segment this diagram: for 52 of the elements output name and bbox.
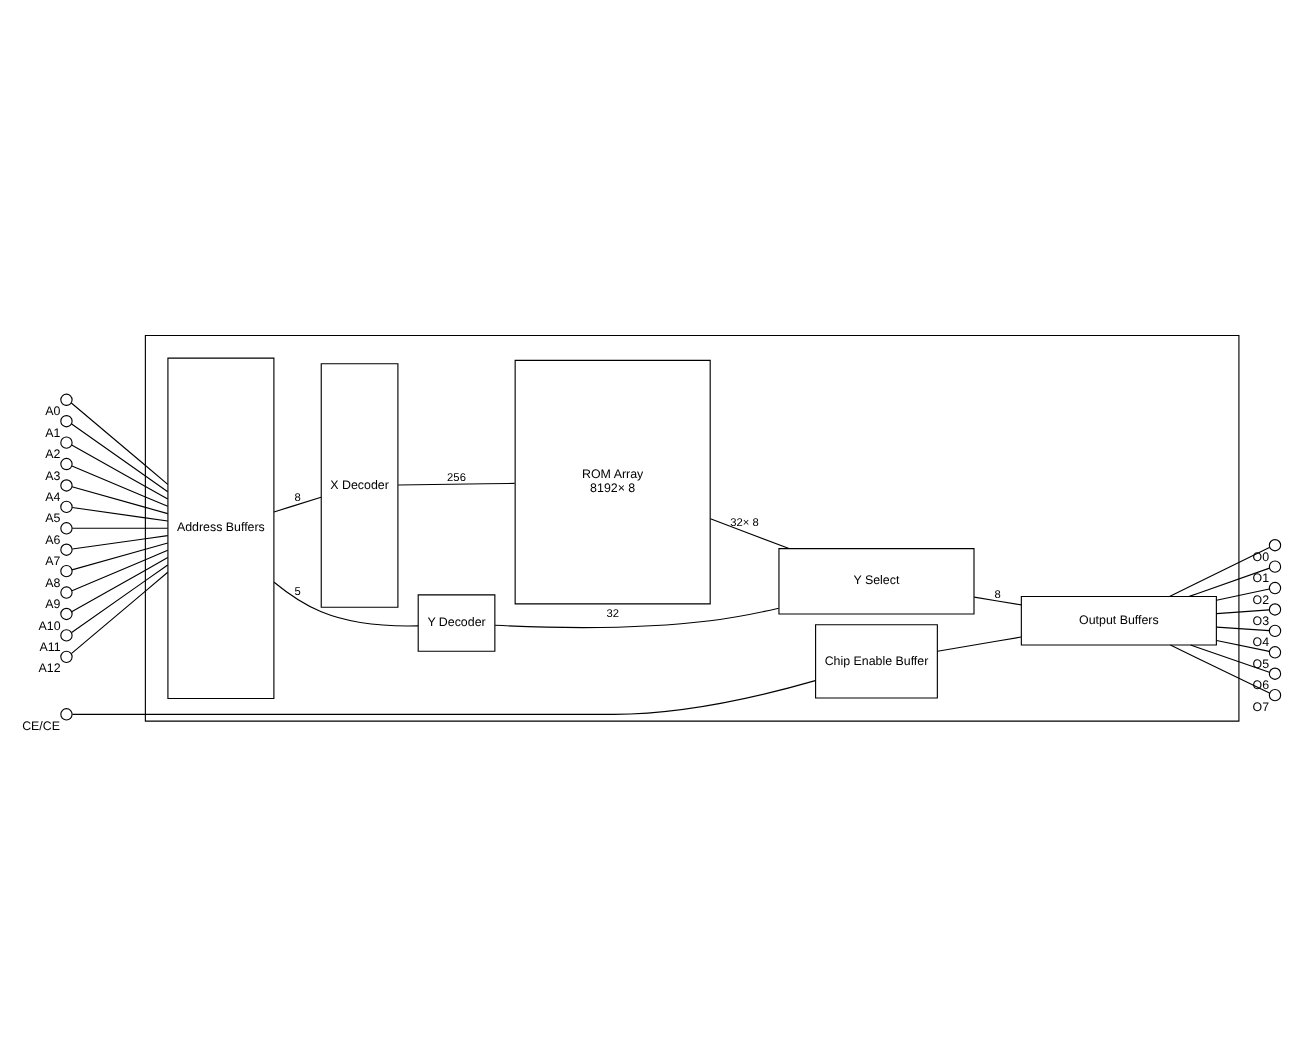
connector <box>71 443 169 499</box>
node-circle <box>1268 602 1282 615</box>
connector <box>494 606 780 627</box>
connector <box>1216 639 1270 651</box>
node-circle <box>60 649 73 663</box>
connector <box>1216 587 1270 600</box>
connector <box>1216 608 1270 614</box>
connector <box>1190 643 1270 672</box>
connector <box>397 481 516 485</box>
connector <box>1168 545 1270 596</box>
node-circle <box>60 521 73 534</box>
node-circle <box>1268 623 1282 637</box>
node-circle <box>60 606 73 620</box>
node-circle <box>60 478 73 491</box>
node-circle <box>1268 538 1282 551</box>
connector <box>1188 566 1271 596</box>
connector <box>71 422 169 492</box>
connector <box>70 401 169 484</box>
connector <box>273 580 419 626</box>
connector <box>71 679 816 714</box>
connector <box>1216 625 1270 631</box>
connector <box>71 464 169 506</box>
connector <box>70 570 169 654</box>
node-circle <box>60 563 73 577</box>
connector <box>71 563 169 633</box>
cluster <box>144 333 1240 721</box>
connector <box>71 534 169 549</box>
node-circle <box>60 435 73 448</box>
node-circle <box>60 707 73 720</box>
node-circle <box>1268 559 1282 572</box>
connector <box>71 548 169 591</box>
connector <box>273 495 322 512</box>
node-circle <box>1268 645 1282 658</box>
connector <box>71 556 169 612</box>
node-circle <box>60 414 73 427</box>
node-circle <box>60 628 73 641</box>
node-circle <box>1268 580 1282 594</box>
connector <box>71 526 169 528</box>
node-circle <box>1268 666 1282 679</box>
node-circle <box>60 542 73 555</box>
connector <box>937 635 1022 651</box>
connector <box>71 541 169 570</box>
node-circle <box>60 456 73 470</box>
connector <box>709 517 790 549</box>
connector <box>71 485 169 514</box>
node-circle <box>1268 687 1282 701</box>
node-circle <box>60 585 73 598</box>
connector <box>973 595 1022 605</box>
connector <box>1169 643 1270 693</box>
node-circle <box>60 499 73 513</box>
node-circle <box>60 392 73 405</box>
connector <box>71 506 169 521</box>
